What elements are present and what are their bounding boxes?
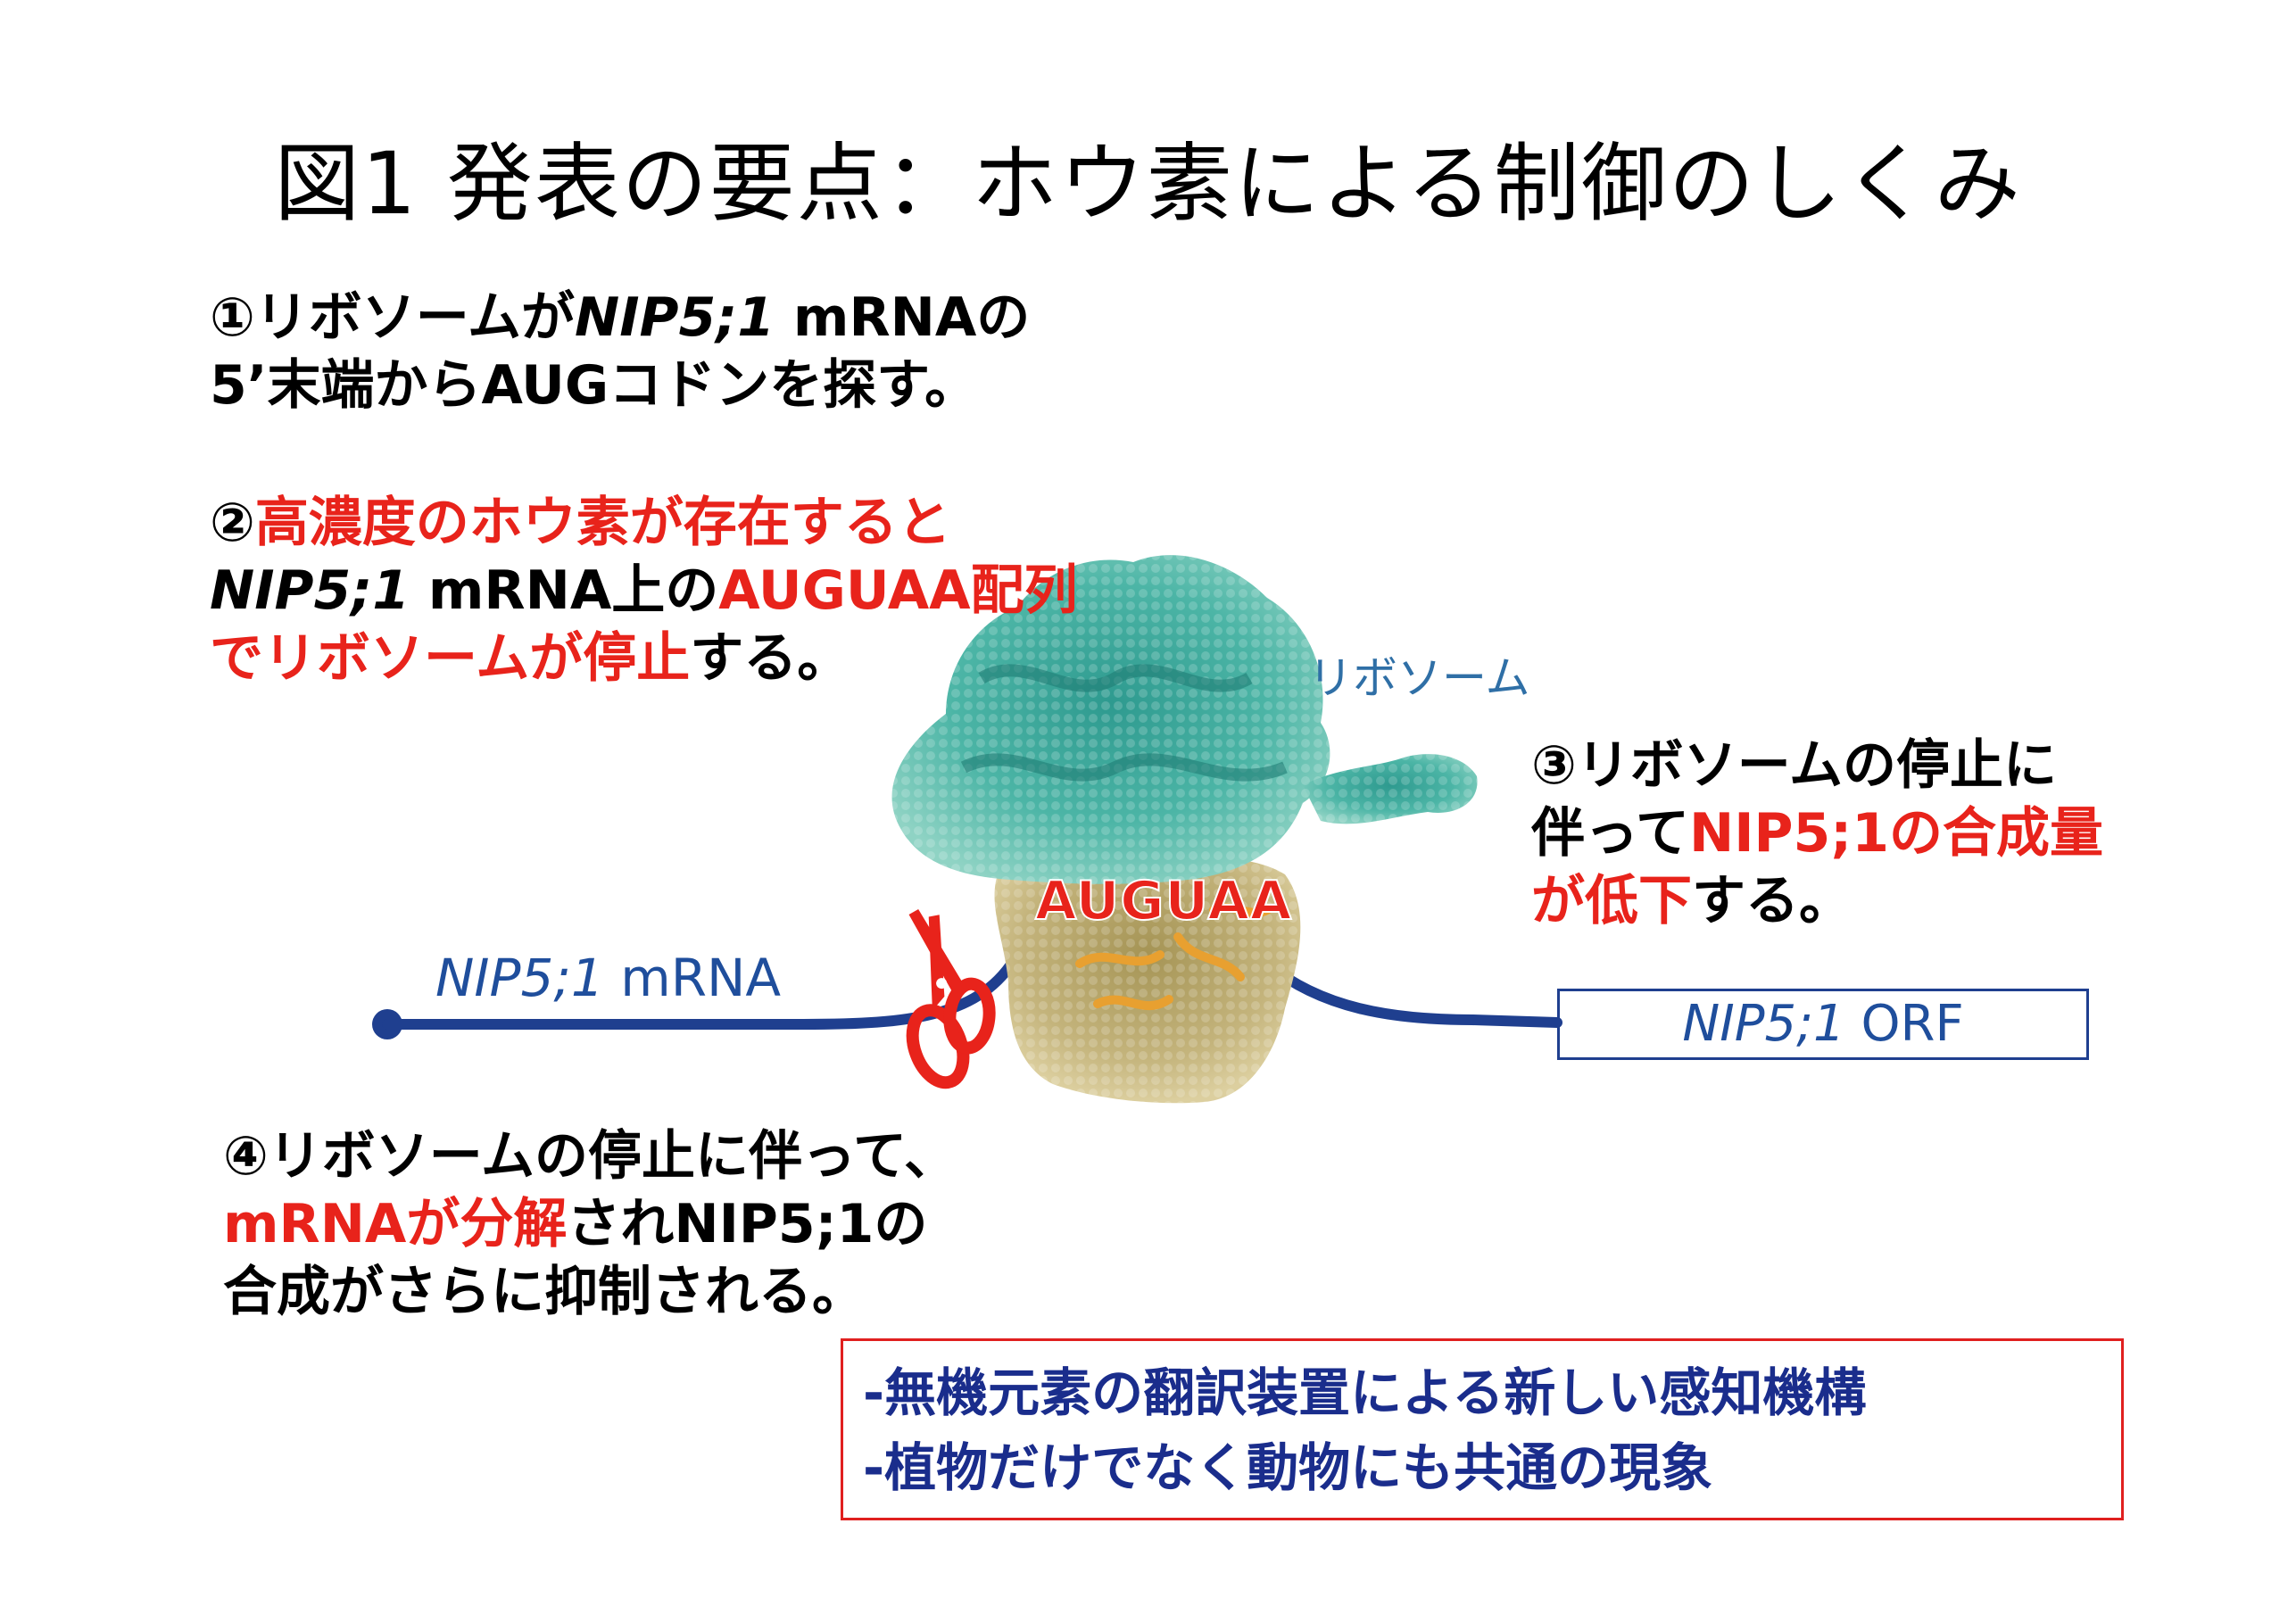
ribosome-image bbox=[891, 555, 1478, 1104]
step-4-line-1: ④リボソームの停止に伴って、 bbox=[223, 1125, 957, 1188]
step-1-text: ①リボソームが bbox=[210, 286, 576, 349]
step-2-line-1: ②高濃度のホウ素が存在すると bbox=[210, 489, 1078, 557]
step-3-line-3: が低下する。 bbox=[1531, 867, 2103, 935]
page-title: 図1 発表の要点：ホウ素による制御のしくみ bbox=[274, 134, 2022, 234]
step-2-text-end: する。 bbox=[690, 627, 851, 690]
ribosome-label: リボソーム bbox=[1308, 652, 1530, 704]
orf-suffix: ORF bbox=[1844, 995, 1964, 1053]
step-2-gene: NIP5;1 bbox=[210, 559, 410, 622]
mrna-suffix: mRNA bbox=[603, 948, 782, 1008]
step-4-line-2: mRNAが分解されNIP5;1の bbox=[223, 1190, 957, 1258]
step-1-line-2: 5’末端からAUGコドンを探す。 bbox=[210, 354, 979, 417]
summary-line-2: -植物だけでなく動物にも共通の現象 bbox=[863, 1437, 1713, 1498]
step-1-text-end: mRNAの bbox=[775, 286, 1031, 349]
orf-gene-name: NIP5;1 bbox=[1682, 995, 1845, 1053]
summary-line-1: -無機元素の翻訳装置による新しい感知機構 bbox=[863, 1362, 1867, 1423]
step-3: ③リボソームの停止に 伴ってNIP5;1の合成量 が低下する。 bbox=[1531, 732, 2103, 935]
step-2-line-3: でリボソームが停止する。 bbox=[210, 625, 1078, 692]
step-3-decrease: が低下 bbox=[1531, 870, 1692, 932]
step-4: ④リボソームの停止に伴って、 mRNAが分解されNIP5;1の 合成がさらに抑制… bbox=[223, 1122, 957, 1326]
step-2: ②高濃度のホウ素が存在すると NIP5;1 mRNA上のAUGUAA配列 でリボ… bbox=[210, 489, 1078, 692]
step-3-line-1: ③リボソームの停止に bbox=[1531, 734, 2058, 797]
step-2-text: mRNA上の bbox=[410, 559, 719, 622]
step-2-stall: でリボソームが停止 bbox=[210, 627, 691, 690]
step-3-text: 伴って bbox=[1531, 802, 1689, 865]
scissors-icon bbox=[906, 908, 996, 1089]
summary-box: -無機元素の翻訳装置による新しい感知機構 -植物だけでなく動物にも共通の現象 bbox=[841, 1338, 2124, 1520]
step-1-gene: NIP5;1 bbox=[575, 286, 775, 349]
orf-box: NIP5;1 ORF bbox=[1557, 989, 2089, 1060]
auguaa-label: AUGUAA bbox=[1034, 869, 1293, 933]
mrna-label: NIP5;1 mRNA bbox=[435, 948, 781, 1008]
step-3-text-end: する。 bbox=[1692, 870, 1853, 932]
step-3-line-2: 伴ってNIP5;1の合成量 bbox=[1531, 799, 2103, 867]
step-2-highlight: 高濃度のホウ素が存在すると bbox=[254, 492, 951, 554]
step-4-text: されNIP5;1の bbox=[567, 1193, 928, 1255]
mrna-gene-name: NIP5;1 bbox=[435, 948, 604, 1008]
step-3-highlight: NIP5;1の合成量 bbox=[1689, 802, 2104, 865]
step-2-sequence: AUGUAA配列 bbox=[718, 559, 1078, 622]
step-2-line-2: NIP5;1 mRNA上のAUGUAA配列 bbox=[210, 557, 1078, 625]
step-1: ①リボソームがNIP5;1 mRNAの 5’末端からAUGコドンを探す。 bbox=[210, 284, 1030, 419]
step-4-highlight: mRNAが分解 bbox=[223, 1193, 568, 1255]
step-4-line-3: 合成がさらに抑制される。 bbox=[223, 1261, 866, 1323]
step-2-number: ② bbox=[210, 492, 255, 554]
step-1-line-1: ①リボソームがNIP5;1 mRNAの bbox=[210, 284, 1030, 352]
